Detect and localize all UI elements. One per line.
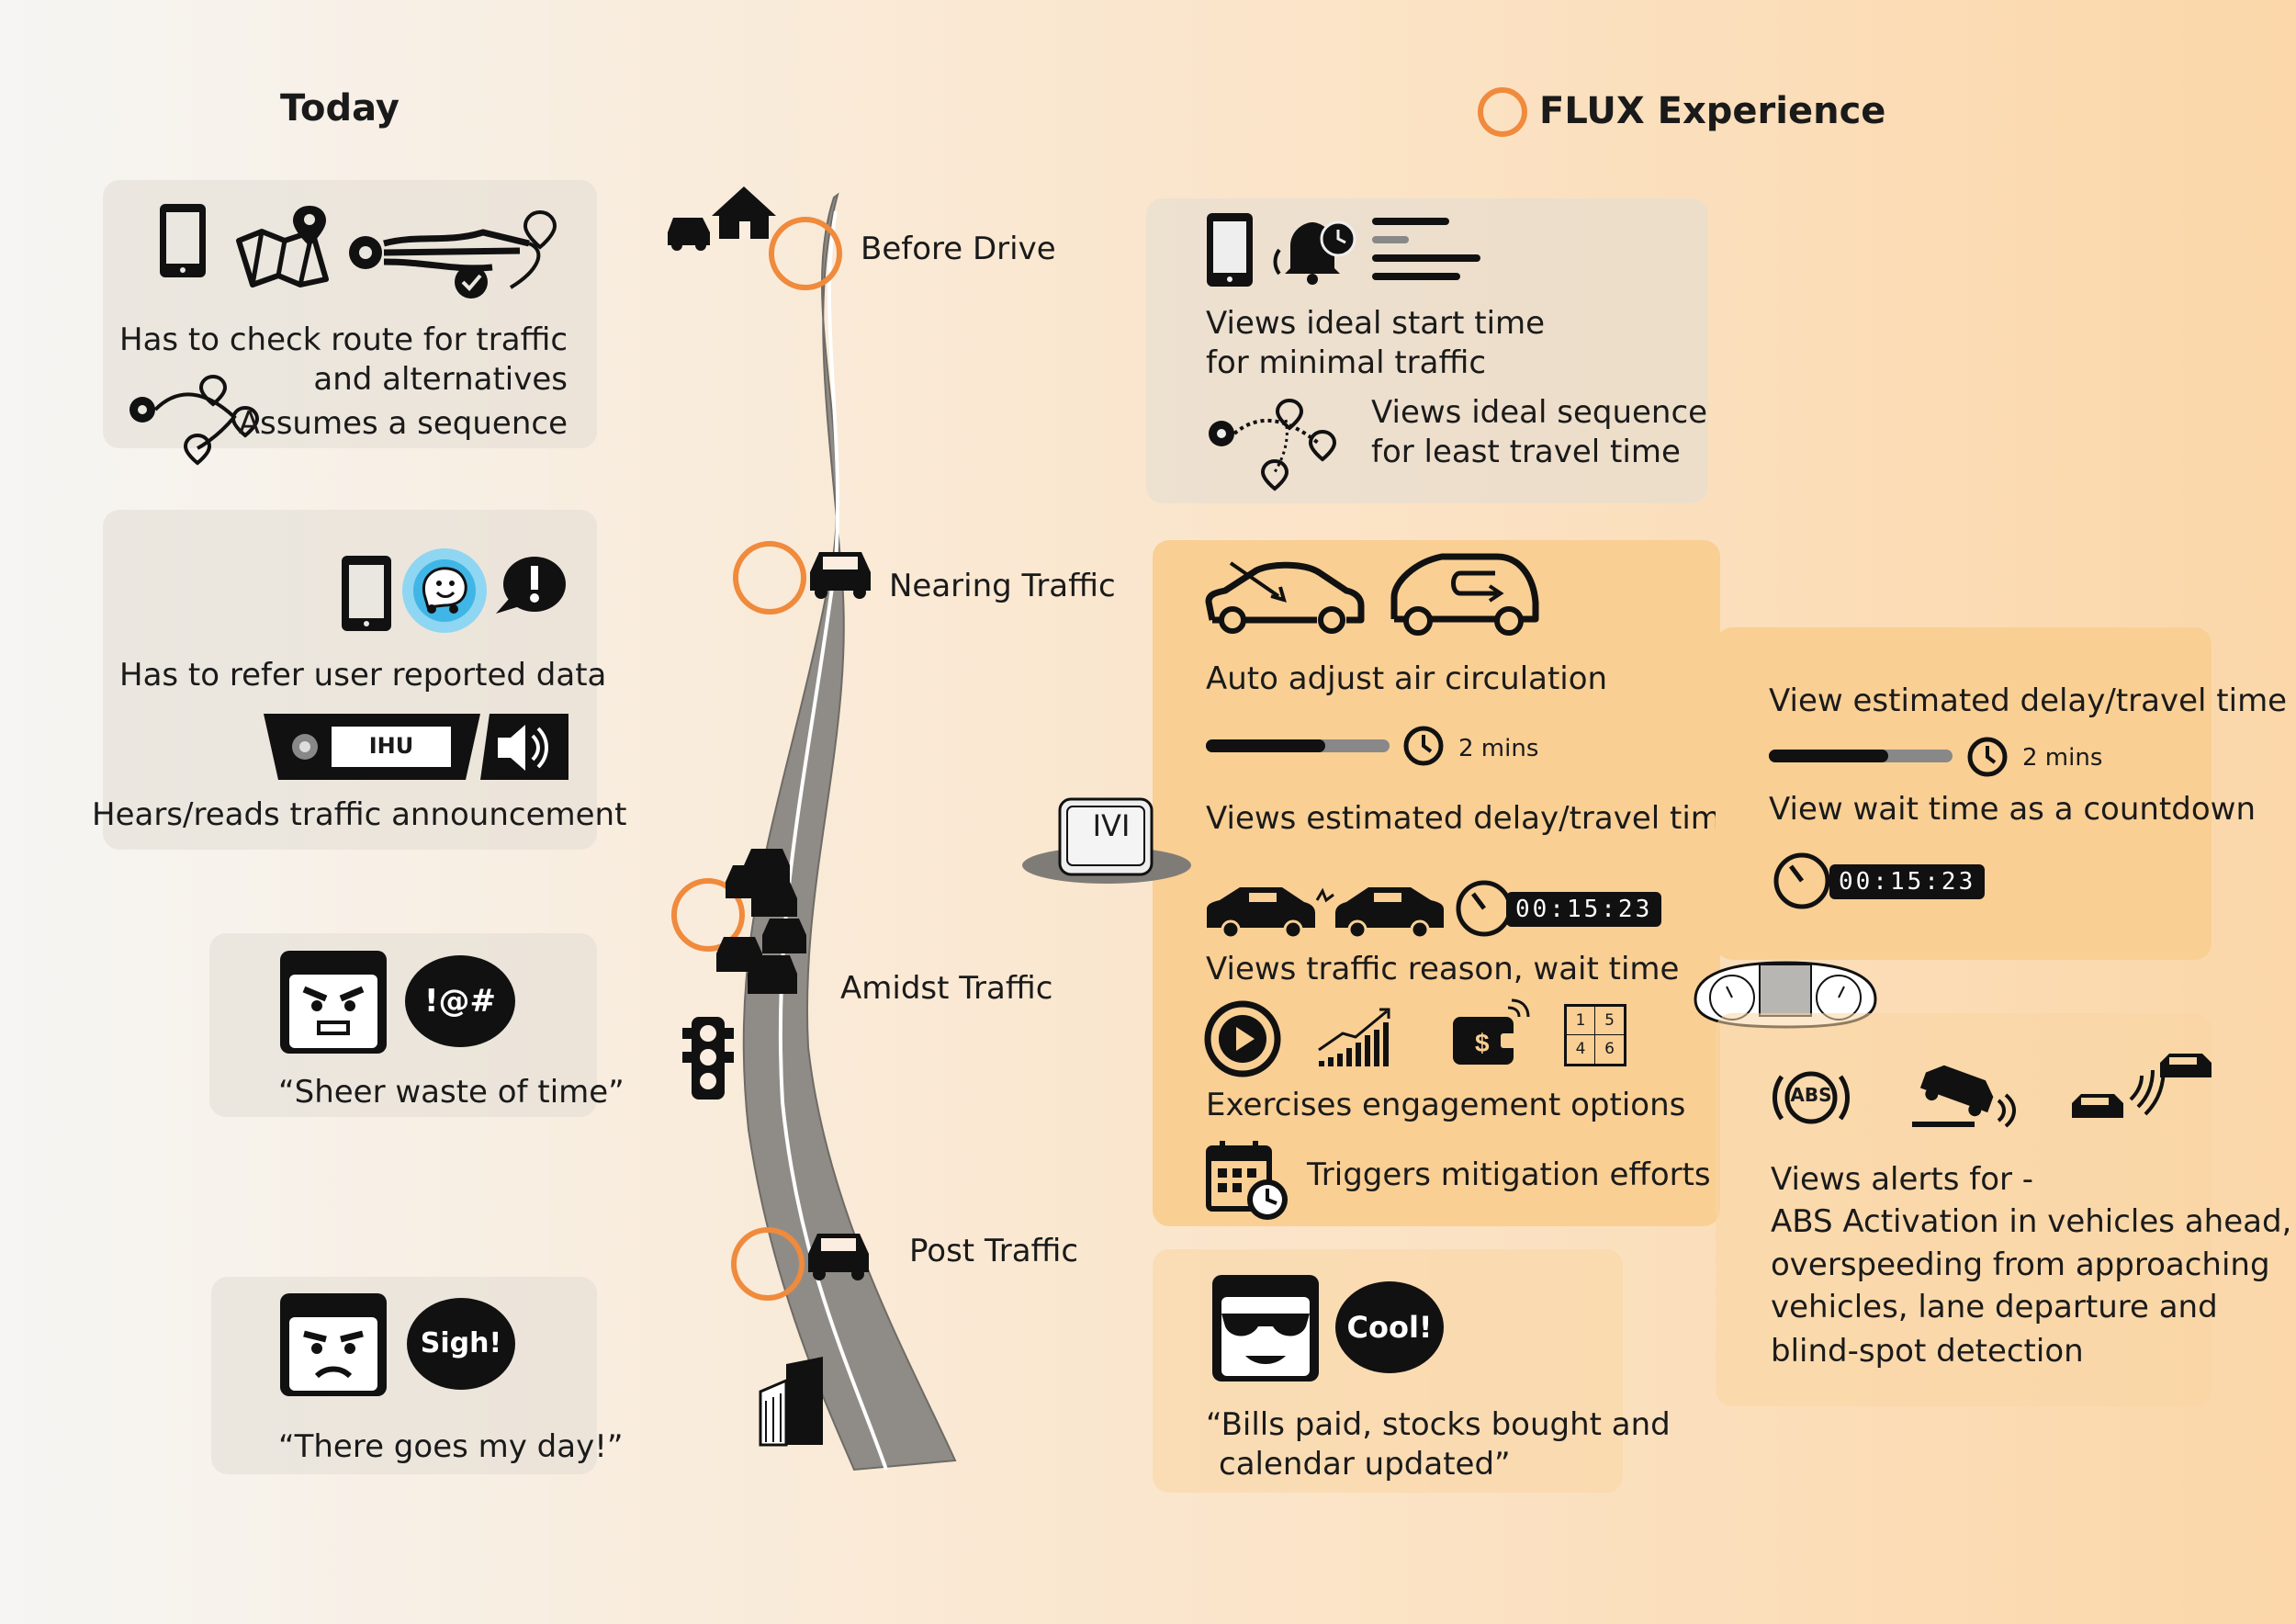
blindspot-icon — [2072, 1054, 2212, 1118]
bell-icon — [1273, 220, 1356, 285]
flux-during-card — [1153, 540, 1720, 1226]
flux-post-quote-line2: calendar updated” — [1219, 1446, 1511, 1483]
flux-post-bubble: Cool! — [1335, 1281, 1444, 1373]
sudoku-cell: 6 — [1604, 1040, 1615, 1058]
cluster-alerts-4: blind-spot detection — [1771, 1333, 2084, 1370]
abs-icon — [1773, 1071, 1850, 1124]
building-icon — [759, 1357, 823, 1447]
cluster-delay-progress-bar — [1769, 750, 1953, 762]
map-icon — [236, 206, 329, 288]
clock-icon — [1967, 737, 2008, 777]
ivi-screen-icon — [1022, 797, 1191, 884]
phone-icon — [342, 556, 391, 631]
ihu-label: IHU — [368, 733, 414, 759]
car-icon — [810, 552, 871, 599]
cluster-alerts-title: Views alerts for - — [1771, 1161, 2034, 1198]
flux-before-start-line2: for minimal traffic — [1206, 344, 1487, 381]
crash-icon — [1207, 887, 1444, 940]
sudoku-cell: 1 — [1567, 1007, 1595, 1035]
flux-amidst-mitigate: Triggers mitigation efforts — [1307, 1156, 1711, 1193]
list-icon — [1372, 218, 1480, 280]
recirculation-icon — [1205, 561, 1365, 634]
wallet-icon[interactable]: $ — [1449, 997, 1532, 1070]
stage-marker-post — [731, 1227, 805, 1301]
sudoku-icon[interactable]: 1 5 4 6 — [1564, 1004, 1626, 1066]
today-before-line3: Assumes a sequence — [238, 405, 568, 442]
flux-nearing-air: Auto adjust air circulation — [1206, 660, 1608, 697]
stocks-icon[interactable] — [1315, 1006, 1402, 1070]
flux-before-seq-line1: Views ideal sequence — [1371, 394, 1708, 431]
sequence-route-icon — [129, 374, 260, 466]
cluster-icon — [1694, 961, 1877, 1029]
cluster-delay: View estimated delay/travel time — [1769, 682, 2288, 719]
waze-icon[interactable] — [400, 547, 489, 635]
cluster-mins: 2 mins — [2022, 744, 2103, 772]
play-icon[interactable] — [1203, 999, 1282, 1078]
today-nearing-line1: Has to refer user reported data — [119, 657, 607, 694]
today-before-line2: and alternatives — [313, 361, 568, 398]
flux-nearing-delay: Views estimated delay/travel time — [1206, 800, 1740, 837]
home-icon — [668, 186, 776, 251]
speaker-icon — [498, 725, 548, 771]
stage-marker-amidst — [671, 878, 745, 952]
alert-bubble-icon — [496, 557, 566, 614]
today-post-card — [211, 1277, 597, 1474]
optimal-sequence-icon — [1209, 398, 1337, 491]
cluster-countdown: View wait time as a countdown — [1769, 791, 2257, 828]
flux-amidst-reason: Views traffic reason, wait time — [1206, 951, 1680, 987]
cluster-alerts-1: ABS Activation in vehicles ahead, — [1771, 1203, 2292, 1240]
stage-label-post: Post Traffic — [909, 1233, 1079, 1269]
today-before-line1: Has to check route for traffic — [119, 321, 568, 358]
radio-icon — [264, 714, 568, 780]
today-amidst-quote: “Sheer waste of time” — [278, 1074, 625, 1111]
traffic-jam-icon — [716, 849, 806, 994]
angry-face-icon — [280, 951, 387, 1054]
skid-icon — [1912, 1065, 2016, 1128]
today-post-bubble: Sigh! — [407, 1298, 515, 1390]
flux-before-seq-line2: for least travel time — [1371, 434, 1681, 470]
phone-icon — [160, 204, 206, 277]
today-amidst-card — [209, 933, 597, 1117]
delay-progress-bar — [1206, 726, 1444, 766]
phone-icon — [1207, 213, 1253, 287]
stage-marker-nearing — [733, 541, 806, 615]
flux-header: FLUX Experience — [1539, 90, 1886, 132]
svg-text:$: $ — [1475, 1029, 1490, 1057]
car-icon — [808, 1234, 869, 1280]
sad-face-icon — [280, 1293, 387, 1396]
flux-amidst-timer: 00:15:23 — [1506, 892, 1662, 927]
route-icon — [349, 209, 557, 299]
stage-label-nearing: Nearing Traffic — [889, 568, 1116, 604]
today-nearing-line2: Hears/reads traffic announcement — [92, 796, 627, 833]
stage-marker-before — [769, 217, 842, 290]
stage-label-amidst: Amidst Traffic — [840, 970, 1053, 1007]
sudoku-cell: 4 — [1567, 1035, 1595, 1064]
today-post-quote: “There goes my day!” — [278, 1428, 624, 1465]
stage-label-before: Before Drive — [861, 231, 1056, 267]
recirculation-inner-icon — [1390, 553, 1539, 636]
flux-before-start-line1: Views ideal start time — [1206, 305, 1546, 342]
traffic-light-icon — [682, 1017, 734, 1100]
cluster-alerts-2: overspeeding from approaching — [1771, 1246, 2270, 1283]
abs-label: ABS — [1790, 1084, 1832, 1106]
sudoku-cell: 5 — [1595, 1007, 1624, 1035]
flux-logo-icon — [1478, 87, 1527, 137]
cluster-alerts-3: vehicles, lane departure and — [1771, 1289, 2218, 1325]
cool-face-icon — [1212, 1275, 1319, 1382]
flux-nearing-mins: 2 mins — [1458, 735, 1539, 762]
today-header: Today — [280, 87, 400, 130]
flux-amidst-engage: Exercises engagement options — [1206, 1087, 1686, 1123]
calendar-icon — [1206, 1141, 1288, 1220]
ivi-label: IVI — [1092, 808, 1131, 843]
clock-icon — [1773, 852, 1830, 909]
cluster-timer: 00:15:23 — [1829, 864, 1986, 899]
today-amidst-bubble: !@# — [405, 955, 515, 1047]
flux-post-quote-line1: “Bills paid, stocks bought and — [1206, 1406, 1671, 1443]
